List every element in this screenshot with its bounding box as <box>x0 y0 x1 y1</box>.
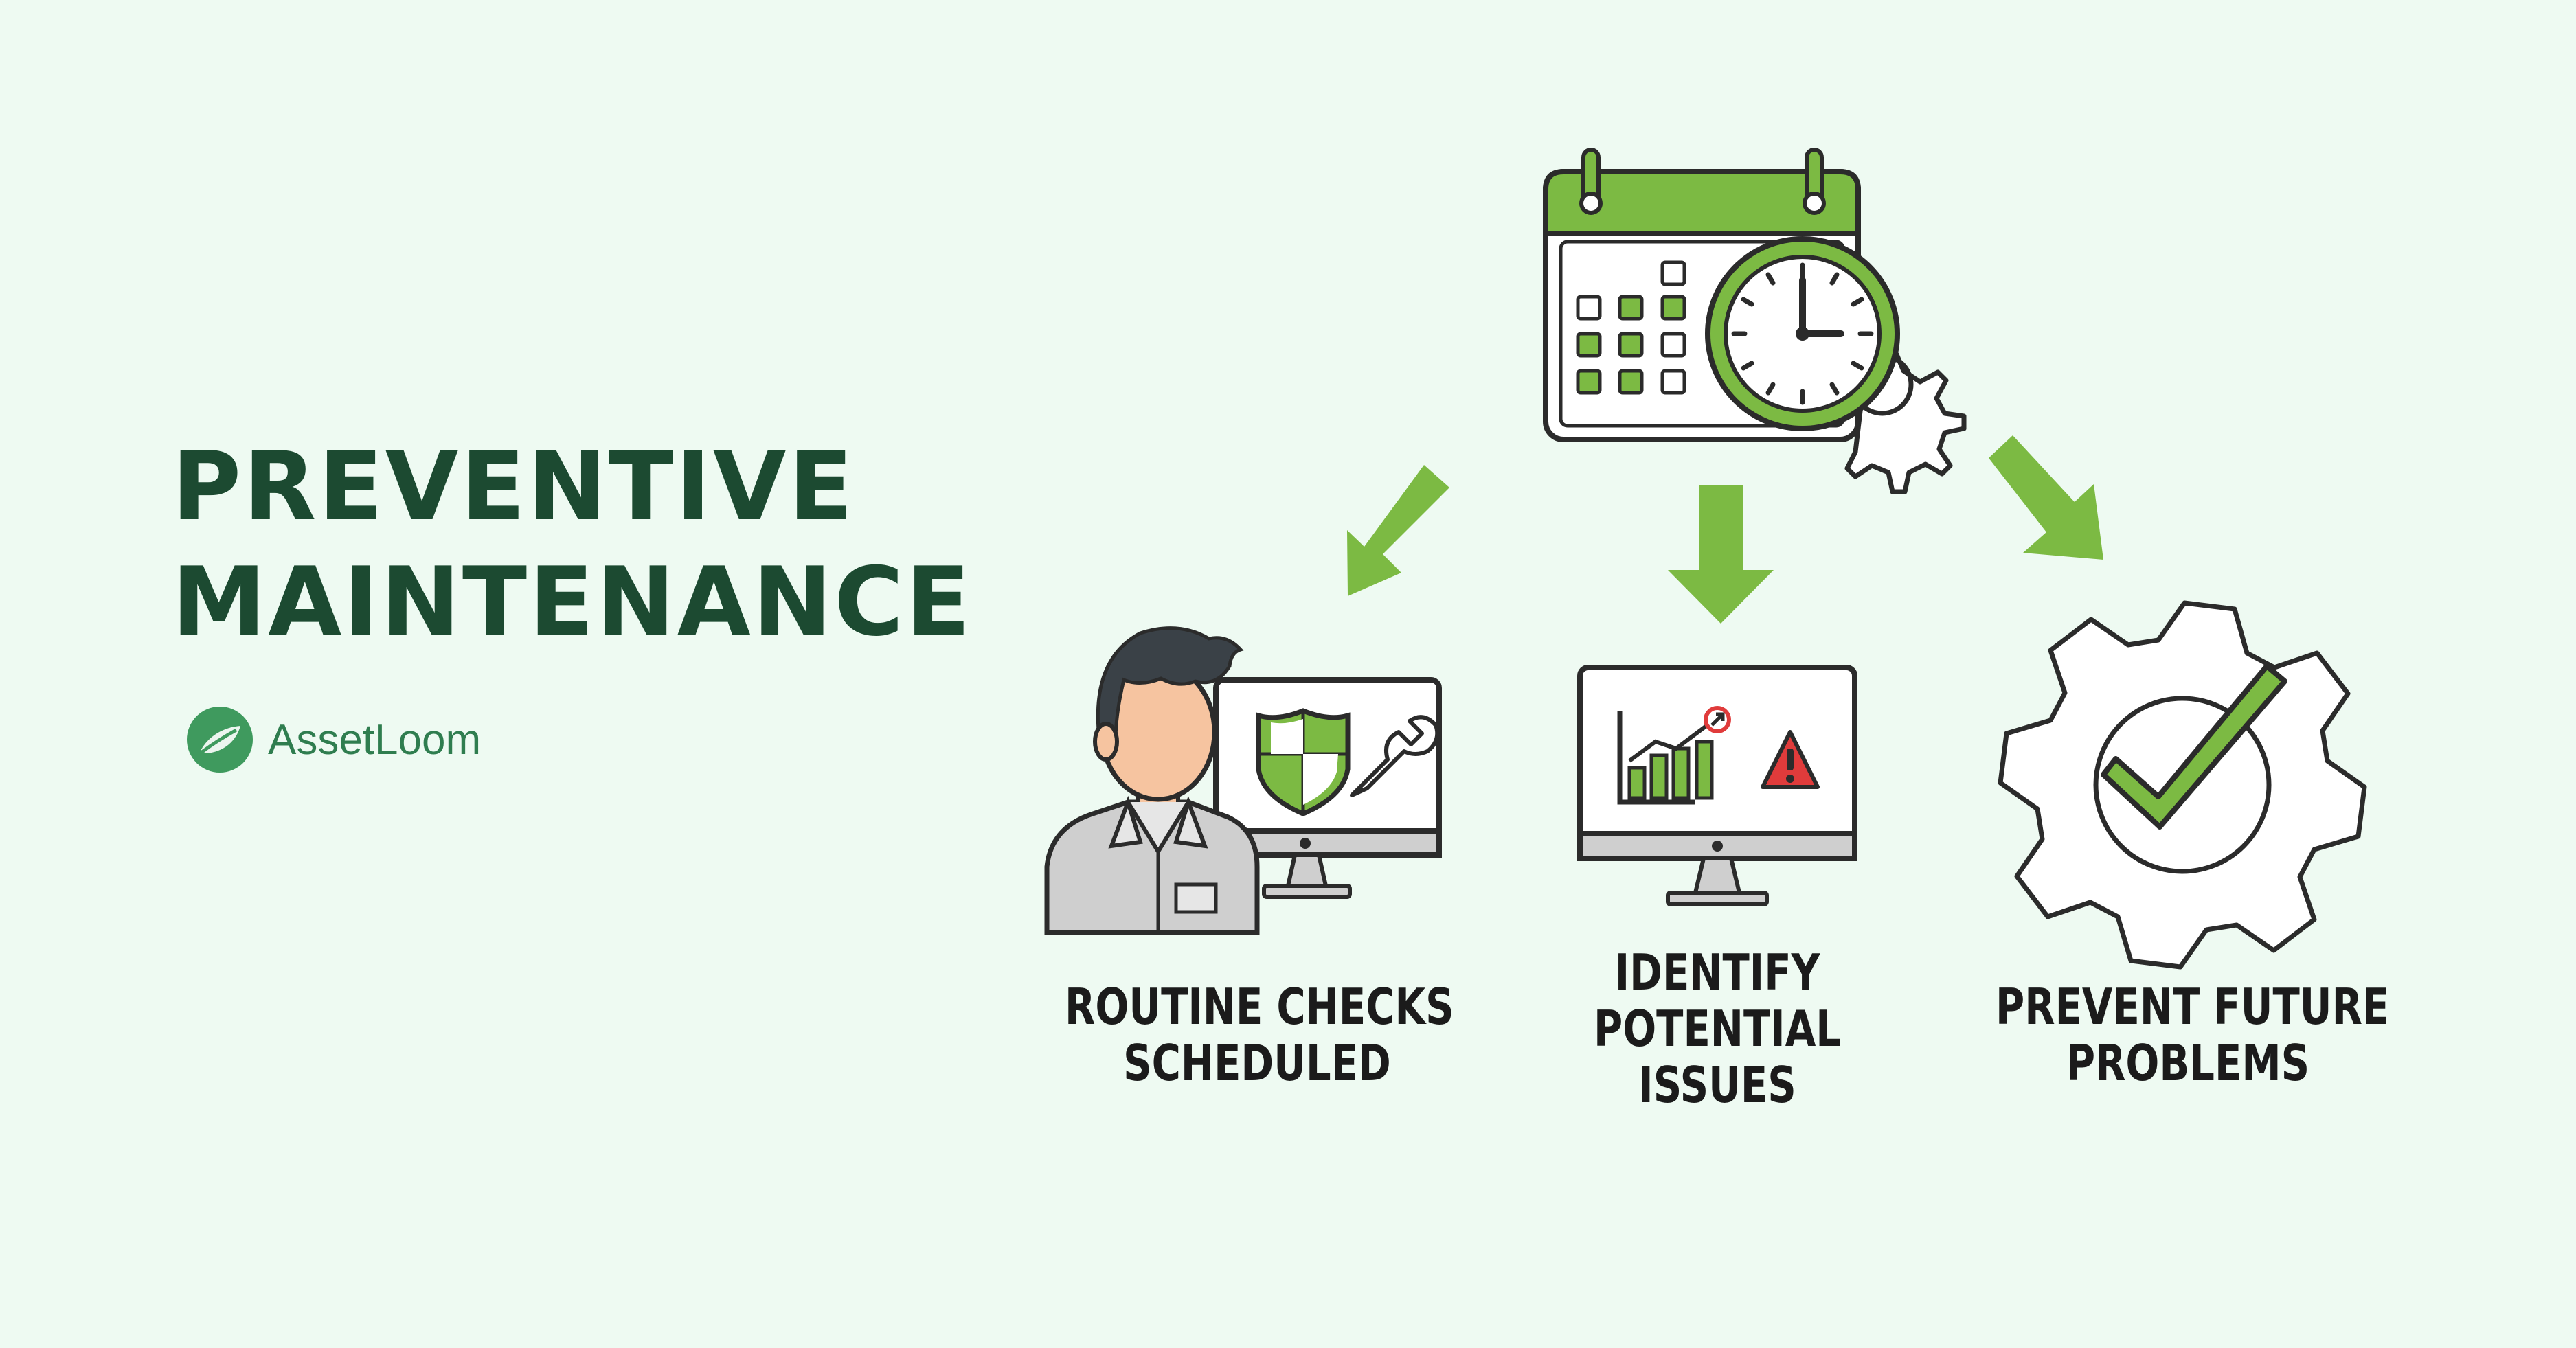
caption-line: IDENTIFY <box>1614 944 1820 1001</box>
caption-line: PREVENT FUTURE <box>1996 978 2390 1036</box>
page-title: PREVENTIVE MAINTENANCE <box>172 429 973 660</box>
title-line-1: PREVENTIVE <box>172 431 855 542</box>
caption-line: ISSUES <box>1638 1056 1796 1114</box>
arrow-left-down-icon <box>1347 465 1449 596</box>
monitor-chart-warning-icon <box>1577 665 1857 906</box>
brand: AssetLoom <box>185 704 481 775</box>
step-caption-identify-issues: IDENTIFY POTENTIAL ISSUES <box>1525 944 1910 1113</box>
title-line-2: MAINTENANCE <box>172 547 973 657</box>
technician-with-monitor-icon <box>1044 626 1442 935</box>
arrow-right-down-icon <box>1989 435 2103 560</box>
step-caption-prevent-problems: PREVENT FUTURE PROBLEMS <box>1996 978 2390 1092</box>
caption-line: SCHEDULED <box>1123 1034 1391 1092</box>
calendar-clock-icon <box>1543 148 1967 494</box>
brand-name: AssetLoom <box>268 716 482 764</box>
caption-line: PROBLEMS <box>2066 1034 2310 1092</box>
caption-line: POTENTIAL <box>1593 1000 1842 1058</box>
leaf-logo-icon <box>187 707 253 773</box>
arrow-down-icon <box>1668 485 1774 624</box>
caption-line: ROUTINE CHECKS <box>1065 978 1454 1036</box>
gear-checkmark-icon <box>1998 600 2367 970</box>
step-caption-routine-checks: ROUTINE CHECKS SCHEDULED <box>1065 978 1454 1092</box>
